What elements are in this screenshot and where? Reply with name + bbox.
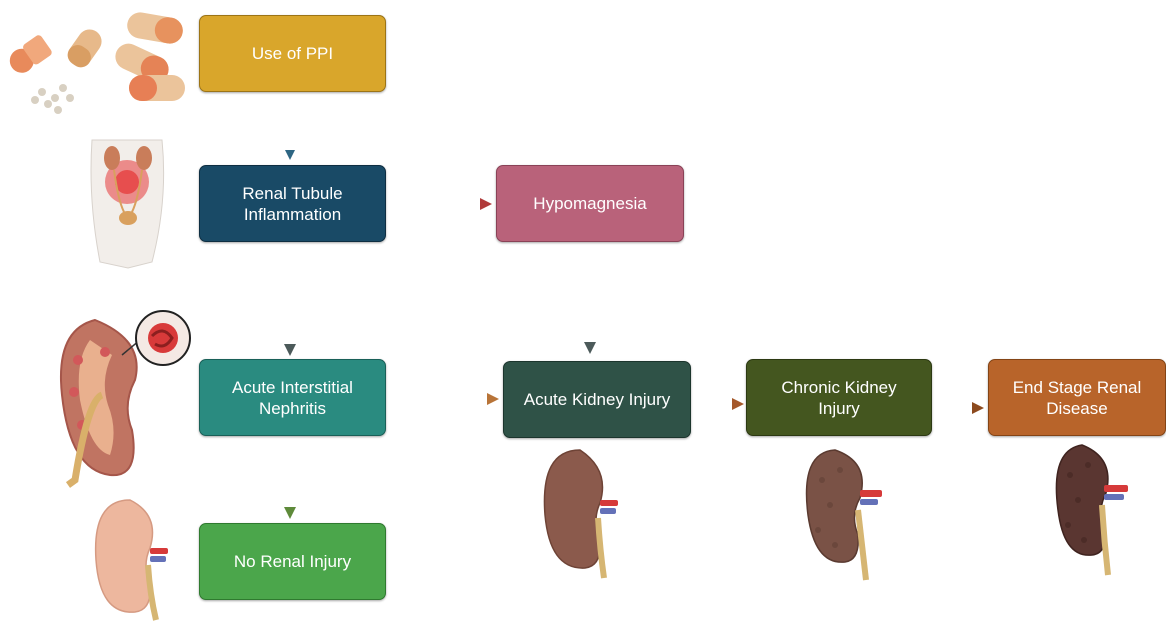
node-label: No Renal Injury [234,551,351,572]
node-chronic-kidney-injury: Chronic Kidney Injury [746,359,932,436]
node-label: Renal Tubule Inflammation [242,183,342,225]
end-stage-kidney-icon [1056,445,1128,575]
healthy-kidney-icon [96,500,168,620]
node-use-of-ppi: Use of PPI [199,15,386,92]
node-label: Use of PPI [252,43,333,64]
chronic-kidney-icon [807,450,882,580]
node-label: Chronic Kidney Injury [781,377,896,419]
node-hypomagnesia: Hypomagnesia [496,165,684,242]
node-renal-tubule-inflammation: Renal Tubule Inflammation [199,165,386,242]
node-acute-interstitial-nephritis: Acute Interstitial Nephritis [199,359,386,436]
node-acute-kidney-injury: Acute Kidney Injury [503,361,691,438]
node-label: End Stage Renal Disease [1013,377,1142,419]
injured-kidney-icon [544,450,618,578]
node-no-renal-injury: No Renal Injury [199,523,386,600]
inflamed-kidney-cross-section-icon [61,311,190,485]
node-label: Hypomagnesia [533,193,646,214]
pills-icon [5,10,185,114]
node-label: Acute Kidney Injury [524,389,670,410]
node-label: Acute Interstitial Nephritis [232,377,353,419]
node-end-stage-renal-disease: End Stage Renal Disease [988,359,1166,436]
urinary-system-icon [91,140,164,268]
